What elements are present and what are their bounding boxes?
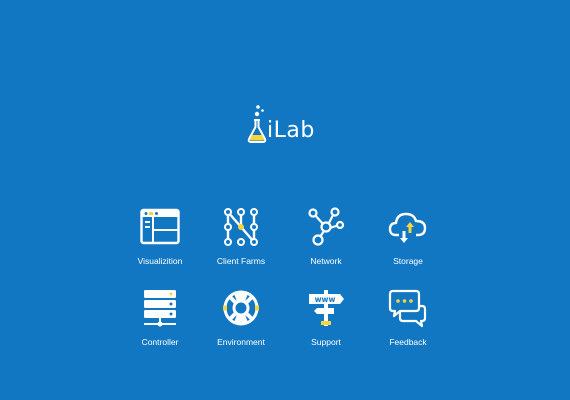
app-logo: iLab xyxy=(246,104,326,146)
menu-tile-visualization[interactable]: Visualizition xyxy=(120,207,200,277)
network-graph-icon xyxy=(308,207,345,246)
chat-bubbles-icon xyxy=(388,289,427,328)
cloud-sync-icon xyxy=(388,212,427,243)
node-grid-icon xyxy=(224,208,258,246)
menu-label: Storage xyxy=(393,256,423,266)
server-rack-icon xyxy=(144,290,176,327)
www-signpost-icon: www xyxy=(309,290,344,326)
lifebuoy-icon xyxy=(223,290,259,326)
svg-text:www: www xyxy=(315,295,336,304)
menu-tile-controller[interactable]: Controller xyxy=(120,288,200,358)
browser-window-icon xyxy=(140,208,180,245)
menu-label: Feedback xyxy=(389,337,427,347)
logo-text: iLab xyxy=(267,118,315,143)
menu-label: Client Farms xyxy=(216,256,266,266)
menu-label: Environment xyxy=(217,337,265,347)
menu-tile-client-farms[interactable]: Client Farms xyxy=(201,207,281,277)
menu-tile-support[interactable]: www Support xyxy=(286,288,366,358)
flask-icon xyxy=(247,105,267,143)
menu-tile-network[interactable]: Network xyxy=(286,207,366,277)
menu-label: Network xyxy=(310,256,342,266)
menu-tile-feedback[interactable]: Feedback xyxy=(368,288,448,358)
menu-label: Controller xyxy=(141,337,179,347)
menu-tile-environment[interactable]: Environment xyxy=(201,288,281,358)
menu-tile-storage[interactable]: Storage xyxy=(368,207,448,277)
menu-label: Visualizition xyxy=(137,256,183,266)
menu-label: Support xyxy=(311,337,341,347)
